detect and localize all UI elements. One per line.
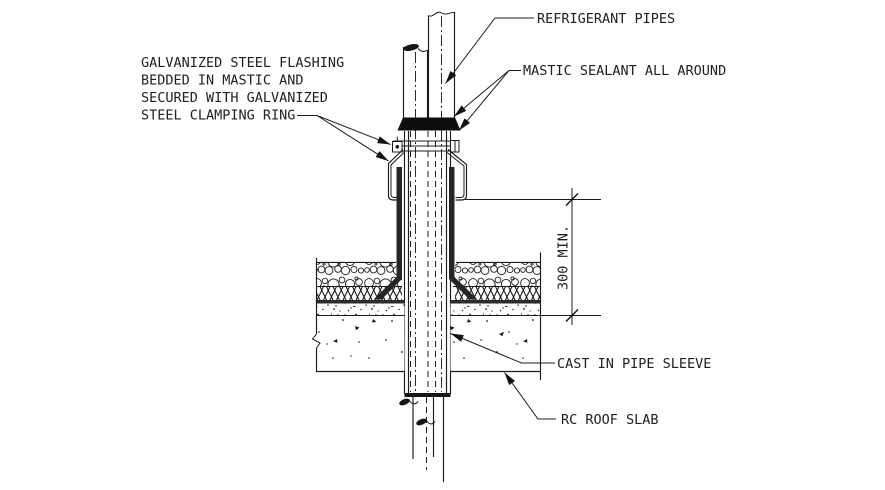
flashing-right-outer <box>447 149 468 201</box>
pipe-front-break-blob <box>403 44 419 51</box>
mastic-sealant-band <box>397 117 461 131</box>
gravel-layer <box>317 263 402 286</box>
flashing-left-inner <box>390 152 405 198</box>
label-flashing-note-line2: BEDDED IN MASTIC AND <box>141 73 304 89</box>
leader-lines <box>297 17 556 420</box>
screed-layer <box>317 303 405 316</box>
leader-rc-slab <box>504 372 556 420</box>
pipe-break-tail <box>408 399 419 405</box>
leader-flashing-1 <box>297 115 391 145</box>
screed-layer <box>450 303 541 316</box>
refrigerant-pipes <box>402 11 456 118</box>
hidden-pipe-lines <box>410 131 436 392</box>
pipes-below-slab <box>399 397 445 482</box>
dimension-300-min: 300 MIN. <box>465 188 601 325</box>
label-rc-roof-slab: RC ROOF SLAB <box>561 412 659 428</box>
roof-layers-right <box>450 261 541 373</box>
rc-slab-right <box>450 316 541 372</box>
membrane-layer <box>317 300 405 304</box>
dimension-text: 300 MIN. <box>556 225 572 290</box>
gravel-layer <box>455 263 541 286</box>
label-mastic-sealant: MASTIC SEALANT ALL AROUND <box>523 63 726 79</box>
break-mark <box>311 333 321 349</box>
pipe-centerlines <box>415 16 442 392</box>
steel-flashing <box>387 149 468 201</box>
section-edges <box>311 252 542 380</box>
pipe-break-symbol <box>399 398 410 406</box>
label-flashing-note-line3: SECURED WITH GALVANIZED <box>141 90 328 106</box>
label-flashing-note-line1: GALVANIZED STEEL FLASHING <box>141 55 344 71</box>
clamping-ring <box>392 136 460 153</box>
leader-flashing-2 <box>316 115 389 162</box>
dimension-tick <box>565 193 579 322</box>
pipe-break-symbol <box>416 418 427 426</box>
flashing-left-outer <box>387 149 404 201</box>
insulation-layer <box>455 287 541 301</box>
roof-layers-left <box>316 261 405 373</box>
leader-pipe-sleeve <box>450 333 555 364</box>
leader-mastic-2 <box>458 70 510 131</box>
leader-refrigerant-pipes <box>445 17 534 84</box>
flashing-right-inner <box>446 152 465 198</box>
membrane-layer <box>450 300 541 304</box>
label-refrigerant-pipes: REFRIGERANT PIPES <box>537 11 675 27</box>
label-cast-in-pipe-sleeve: CAST IN PIPE SLEEVE <box>557 356 711 372</box>
flashing-skirt-left <box>373 167 402 300</box>
flashing-skirt-right <box>449 167 478 300</box>
pipe-break-tail <box>425 419 436 425</box>
sleeve-bottom-edge <box>404 393 451 397</box>
pipe-front-break-tail <box>417 48 428 52</box>
label-flashing-note-line4: STEEL CLAMPING RING <box>141 108 295 124</box>
rc-slab-left <box>317 316 405 372</box>
text-labels: REFRIGERANT PIPES MASTIC SEALANT ALL ARO… <box>141 11 726 428</box>
clamp-screw <box>395 145 400 149</box>
pipe-rear-break-top <box>428 11 455 17</box>
leader-mastic-1 <box>453 70 521 117</box>
